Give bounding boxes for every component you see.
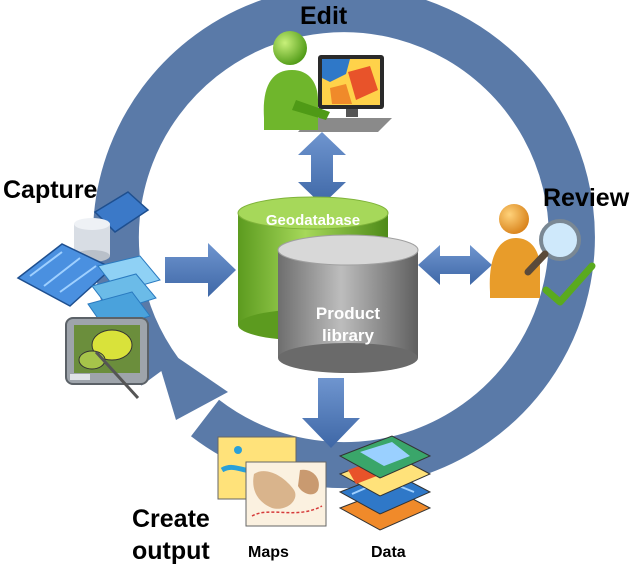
stage-label-edit: Edit xyxy=(300,2,348,30)
output-label-data: Data xyxy=(371,544,406,561)
stage-label-create-line2: output xyxy=(132,537,210,565)
database-to-output-arrow xyxy=(302,378,360,448)
stage-label-create-line1: Create xyxy=(132,505,210,533)
stage-label-review: Review xyxy=(543,184,630,212)
product-library-label-line1: Product xyxy=(315,304,381,323)
ring-arrowhead xyxy=(152,340,228,420)
person-at-computer-icon xyxy=(263,31,392,132)
map-sheets-icon xyxy=(217,436,327,527)
geodatabase-label: Geodatabase xyxy=(265,212,361,229)
capture-to-database-arrow xyxy=(165,243,236,297)
database-review-double-arrow xyxy=(418,245,492,285)
person-with-magnifier-icon xyxy=(489,204,596,306)
satellite-imagery-stack-icon xyxy=(16,191,161,400)
output-label-maps: Maps xyxy=(248,544,289,561)
product-library-cylinder-icon xyxy=(277,234,419,373)
data-layers-icon xyxy=(338,435,432,531)
product-library-label-line2: library xyxy=(322,326,374,345)
stage-label-capture: Capture xyxy=(3,176,98,204)
edit-database-double-arrow xyxy=(298,132,346,205)
